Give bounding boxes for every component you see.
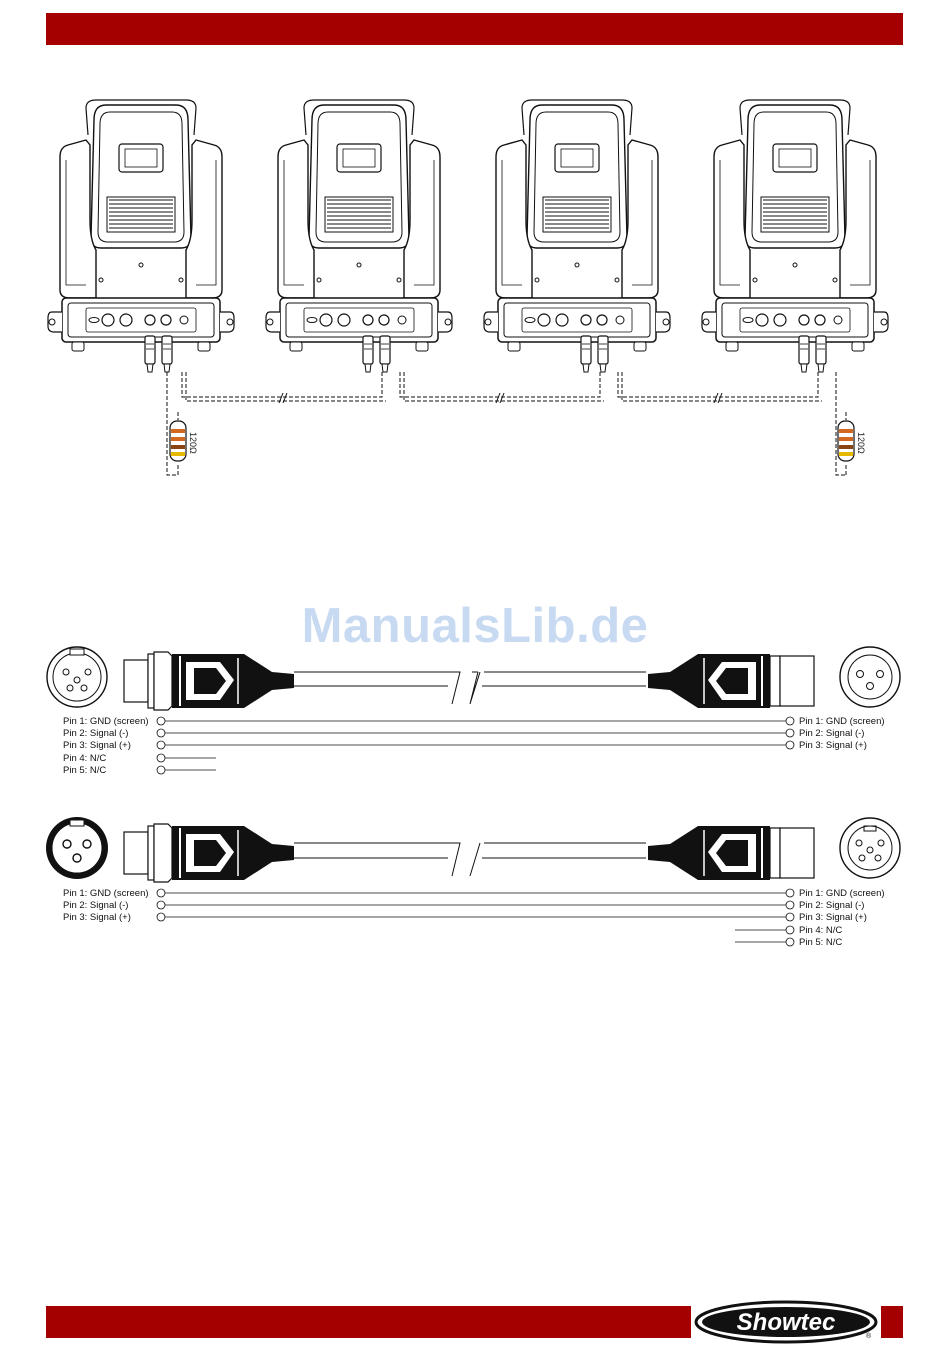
cable1-left-pin-3: Pin 3: Signal (+): [63, 740, 131, 751]
cable2-pin-lines: [156, 888, 795, 947]
male-3pin-face: [839, 646, 901, 708]
terminator-right: 120Ω: [837, 420, 866, 462]
cable1-right-pin-3: Pin 3: Signal (+): [799, 740, 867, 751]
cable2-right-pin-2: Pin 2: Signal (-): [799, 900, 865, 911]
xlr-female-plug-2: [123, 823, 295, 883]
svg-text:120Ω: 120Ω: [188, 432, 198, 454]
svg-text:Showtec: Showtec: [737, 1309, 836, 1336]
moving-head-fixture-1: [47, 99, 235, 373]
cable1-left-pin-5: Pin 5: N/C: [63, 765, 107, 776]
moving-head-fixture-4: [701, 99, 889, 373]
cable2-left-pin-1: Pin 1: GND (screen): [63, 888, 149, 899]
showtec-logo: Showtec ®: [694, 1300, 878, 1344]
moving-head-fixture-2: [265, 99, 453, 373]
cable2-left-pin-3: Pin 3: Signal (+): [63, 912, 131, 923]
cable1-pin-lines: [156, 716, 795, 775]
cable1-left-pin-2: Pin 2: Signal (-): [63, 728, 129, 739]
dmx-cable-chain: [166, 372, 847, 476]
male-5pin-face: [839, 817, 901, 879]
cable1-left-pin-1: Pin 1: GND (screen): [63, 716, 149, 727]
cable2-right-pin-1: Pin 1: GND (screen): [799, 888, 885, 899]
cable2-left-pin-2: Pin 2: Signal (-): [63, 900, 129, 911]
footer-bar: [46, 1306, 691, 1338]
svg-text:120Ω: 120Ω: [856, 432, 866, 454]
cable2-right-pin-4: Pin 4: N/C: [799, 925, 843, 936]
cable1-right-pin-2: Pin 2: Signal (-): [799, 728, 865, 739]
terminator-left: 120Ω: [169, 420, 198, 462]
xlr-male-plug: [647, 653, 815, 709]
cable-3pin-to-5pin: [46, 817, 901, 883]
footer-bar-end: [881, 1306, 903, 1338]
xlr-female-plug: [123, 651, 295, 711]
cable2-right-pin-5: Pin 5: N/C: [799, 937, 843, 948]
header-bar: [46, 13, 903, 45]
xlr-male-plug-2: [647, 825, 815, 881]
cable1-left-pin-4: Pin 4: N/C: [63, 753, 107, 764]
cable1-right-pin-1: Pin 1: GND (screen): [799, 716, 885, 727]
cable-5pin-to-3pin: [46, 646, 901, 711]
svg-text:®: ®: [866, 1332, 872, 1340]
cable2-right-pin-3: Pin 3: Signal (+): [799, 912, 867, 923]
moving-head-fixture-3: [483, 99, 671, 373]
cable-break-marks: [278, 392, 723, 404]
watermark: ManualsLib.de: [301, 599, 649, 653]
